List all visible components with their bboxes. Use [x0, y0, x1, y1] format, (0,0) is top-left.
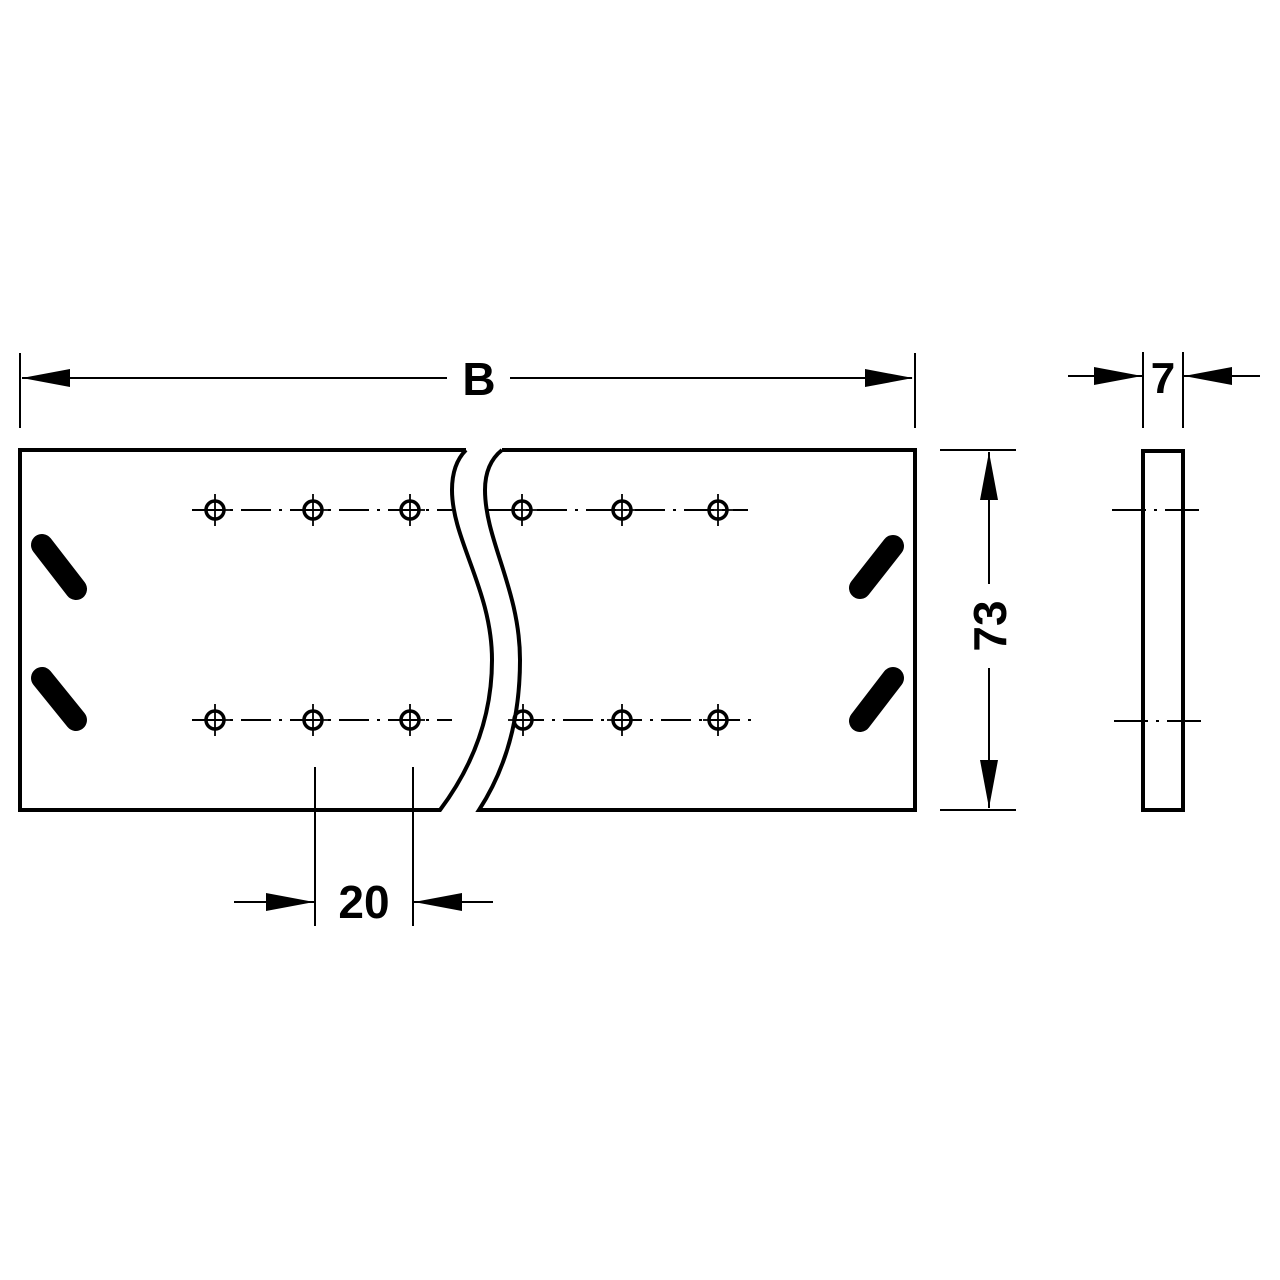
dimension-height: 73 — [940, 449, 1016, 811]
slot-icon — [849, 667, 904, 732]
hole-icon — [701, 492, 735, 528]
hole-icon — [393, 702, 427, 738]
dimension-hole-pitch: 20 — [234, 767, 493, 928]
arrow-left-icon — [414, 893, 462, 911]
dimension-label-thickness: 7 — [1151, 354, 1175, 403]
hole-icon — [605, 702, 639, 738]
slots-right — [849, 535, 904, 732]
hole-icon — [198, 702, 232, 738]
dimension-width: B — [19, 353, 916, 428]
slots-left — [31, 534, 87, 731]
arrow-left-icon — [1184, 367, 1232, 385]
plate-side-view — [1112, 449, 1206, 812]
hole-icon — [393, 492, 427, 528]
slot-icon — [31, 667, 87, 731]
hole-icon — [198, 492, 232, 528]
hole-icon — [505, 492, 539, 528]
hole-icon — [296, 492, 330, 528]
arrow-down-icon — [980, 760, 998, 808]
arrow-right-icon — [865, 369, 913, 387]
arrow-left-icon — [22, 369, 70, 387]
dimension-label-hole-pitch: 20 — [338, 876, 389, 928]
dimension-thickness: 7 — [1068, 352, 1260, 428]
hole-icon — [296, 702, 330, 738]
arrow-up-icon — [980, 452, 998, 500]
side-profile — [1141, 449, 1185, 812]
plate-front-view — [18, 448, 917, 812]
dimension-label-width: B — [462, 353, 495, 405]
plate-right-segment — [475, 448, 917, 812]
hole-icon — [701, 702, 735, 738]
hole-icon — [605, 492, 639, 528]
slot-icon — [31, 534, 87, 600]
dimension-label-height: 73 — [964, 600, 1016, 651]
arrow-right-icon — [266, 893, 314, 911]
arrow-right-icon — [1094, 367, 1142, 385]
plate-left-segment — [18, 448, 495, 812]
slot-icon — [849, 535, 904, 599]
